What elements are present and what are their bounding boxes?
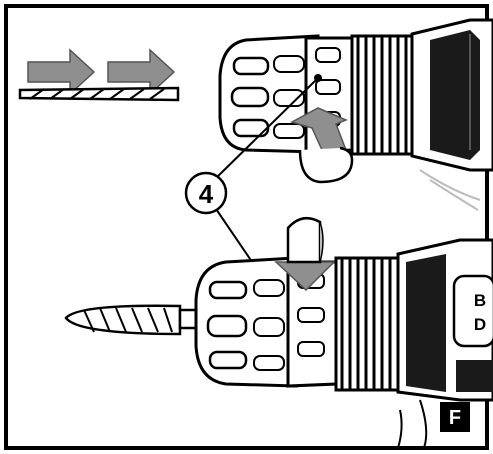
top-drill	[218, 18, 493, 211]
rotation-arrow-tail-icon	[286, 216, 322, 264]
bottom-drill-bit-icon	[64, 304, 204, 336]
logo-letter-d: D	[474, 315, 486, 334]
brand-logo	[452, 274, 493, 348]
figure-frame	[4, 4, 489, 450]
rotation-arrow-tail-icon	[298, 146, 354, 184]
push-arrows-icon	[27, 48, 176, 96]
callout-circle	[184, 171, 228, 215]
figure-letter: F	[449, 407, 461, 429]
callout-number: 4	[199, 179, 214, 209]
rotation-arrow-icon	[290, 107, 348, 151]
push-direction-arrow-icon	[27, 48, 96, 96]
bottom-drill: B D	[64, 216, 493, 449]
logo-letter-b: B	[474, 291, 486, 310]
top-drill-bit-icon	[18, 86, 180, 102]
push-direction-arrow-icon	[107, 48, 176, 96]
figure-label: F	[440, 402, 470, 432]
